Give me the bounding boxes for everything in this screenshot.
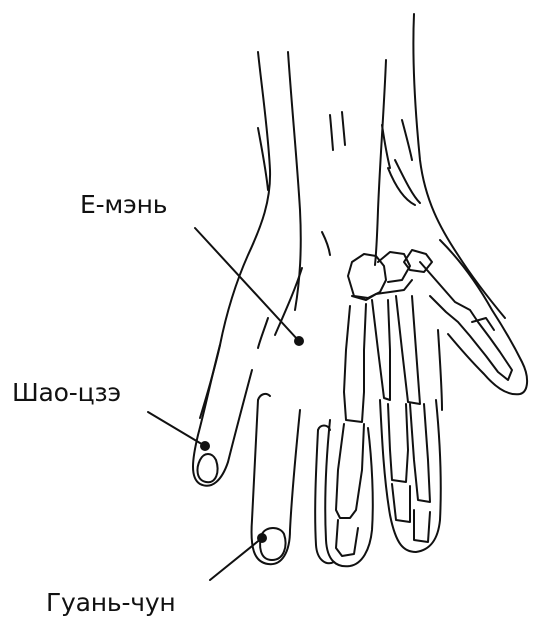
forearm-line bbox=[382, 125, 390, 168]
hand-tendon bbox=[258, 318, 268, 348]
little-finger-outline bbox=[193, 345, 252, 486]
acupoint-guanchong-label: Гуань-чун bbox=[46, 588, 176, 617]
forearm-line bbox=[402, 120, 412, 160]
finger-outline bbox=[325, 420, 373, 566]
finger-bone bbox=[392, 484, 410, 522]
metacarpal-bone bbox=[344, 304, 366, 422]
carpal-bones bbox=[378, 252, 410, 282]
acupoint-shaoze-label: Шао-цзэ bbox=[12, 378, 121, 407]
hand-tendon bbox=[322, 232, 330, 255]
forearm-line bbox=[375, 60, 386, 265]
finger-bone bbox=[336, 520, 358, 556]
acupoint-shaoze-marker bbox=[200, 441, 210, 451]
pointer-line-guanchong bbox=[210, 538, 262, 580]
forearm-line bbox=[342, 112, 345, 145]
hand-tendon bbox=[275, 268, 302, 335]
forearm-line bbox=[288, 52, 301, 310]
ring-finger-top bbox=[258, 394, 270, 400]
acupoint-guanchong-marker bbox=[257, 533, 267, 543]
finger-bone bbox=[388, 404, 408, 482]
ring-finger-nail bbox=[260, 528, 285, 560]
forearm-line bbox=[330, 115, 333, 150]
little-finger-nail bbox=[198, 454, 218, 482]
finger-bone bbox=[410, 404, 430, 502]
forearm-outline-right bbox=[413, 14, 505, 318]
forearm-line bbox=[395, 160, 420, 203]
acupoint-yemen-marker bbox=[294, 336, 304, 346]
pointer-line-yemen bbox=[195, 228, 298, 340]
acupoint-yemen-label: Е-мэнь bbox=[80, 190, 167, 219]
metacarpal-bone bbox=[396, 296, 420, 404]
pointer-line-shaoze bbox=[148, 412, 205, 446]
finger-outline bbox=[438, 330, 442, 410]
forearm-outline-left bbox=[200, 52, 270, 418]
finger-bone bbox=[414, 510, 430, 542]
metacarpal-bone bbox=[372, 300, 390, 400]
finger-bone bbox=[336, 424, 364, 518]
